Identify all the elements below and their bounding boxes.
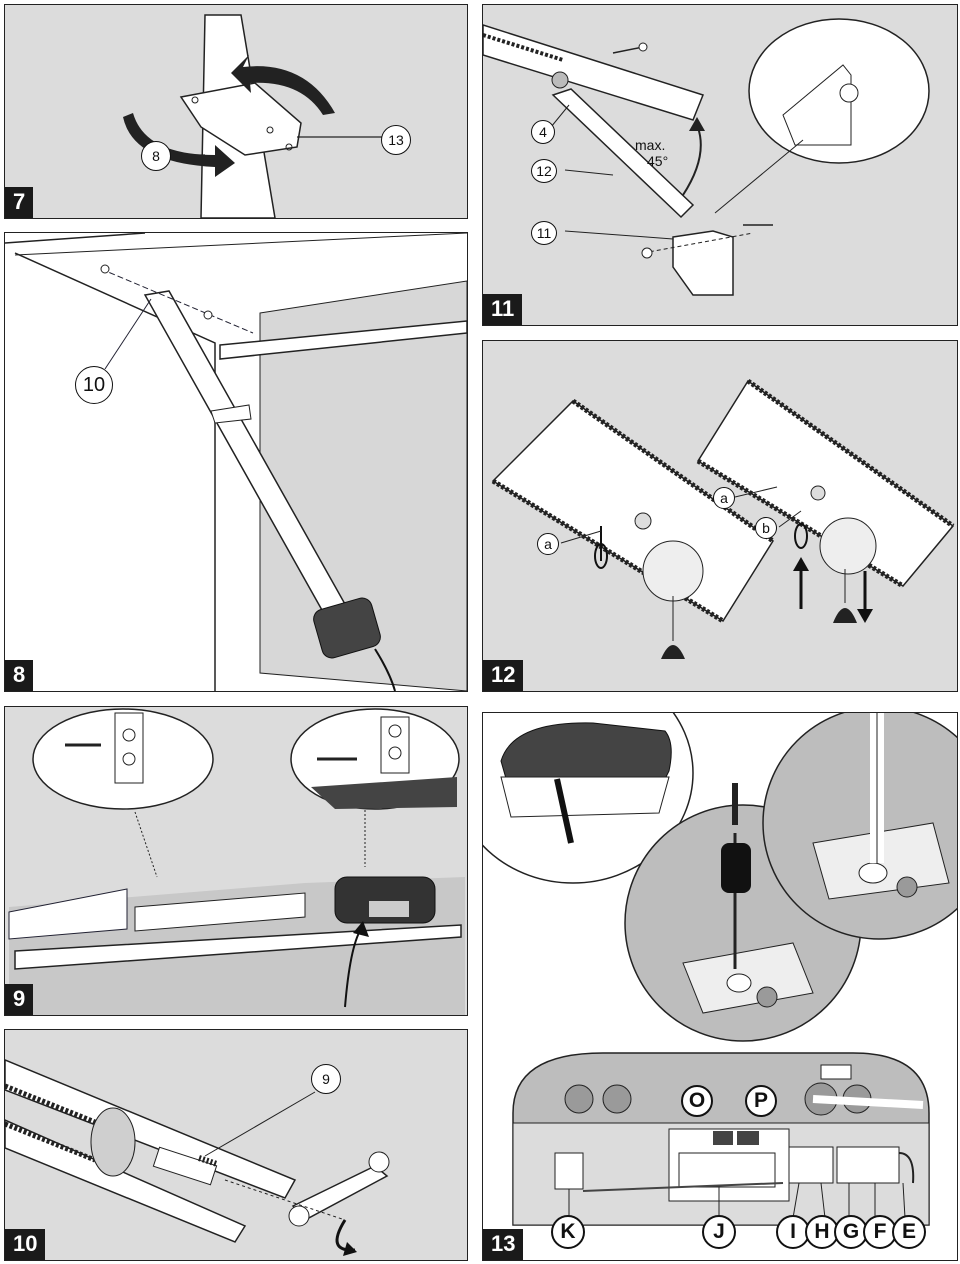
callout-10: 10 [75,366,113,404]
callout-12: 12 [531,159,557,183]
step-number: 10 [5,1229,46,1260]
callout-8: 8 [141,141,171,171]
step-number: 9 [5,984,34,1015]
callout-H: H [805,1215,839,1249]
step-number: 11 [483,294,523,325]
step-number: 12 [483,660,524,691]
callout-a-right: a [713,487,735,509]
callout-9: 9 [311,1064,341,1094]
panel-step-9: 9 [4,706,468,1016]
panel-13-illustration [483,713,957,1226]
panel-step-12: a a b 12 [482,340,958,692]
callout-a-left: a [537,533,559,555]
angle-label-max: max. [635,137,666,153]
panel-step-13: O P K J I H G F E 13 [482,712,958,1261]
step-number: 13 [483,1229,524,1260]
panel-10-illustration [5,1059,390,1256]
callout-b: b [755,517,777,539]
panel-8-illustration [5,233,467,691]
callout-11: 11 [531,221,557,245]
panel-step-8: 10 8 [4,232,468,692]
callout-E: E [892,1215,926,1249]
panel-step-7: 8 13 7 [4,4,468,219]
panel-step-10: 9 10 [4,1029,468,1261]
callout-O: O [681,1085,713,1117]
panel-11-illustration [483,18,930,296]
angle-label-degrees: 45° [647,153,669,169]
callout-P: P [745,1085,777,1117]
callout-4: 4 [531,120,555,144]
step-number: 8 [5,660,34,691]
callout-K: K [551,1215,585,1249]
panel-12-illustration [491,378,955,659]
panel-7-illustration [123,14,383,218]
callout-13: 13 [381,125,411,155]
panel-step-11: 4 12 11 max. 45° 11 [482,4,958,326]
panel-9-illustration [8,708,465,1015]
callout-J: J [702,1215,736,1249]
step-number: 7 [5,187,34,218]
